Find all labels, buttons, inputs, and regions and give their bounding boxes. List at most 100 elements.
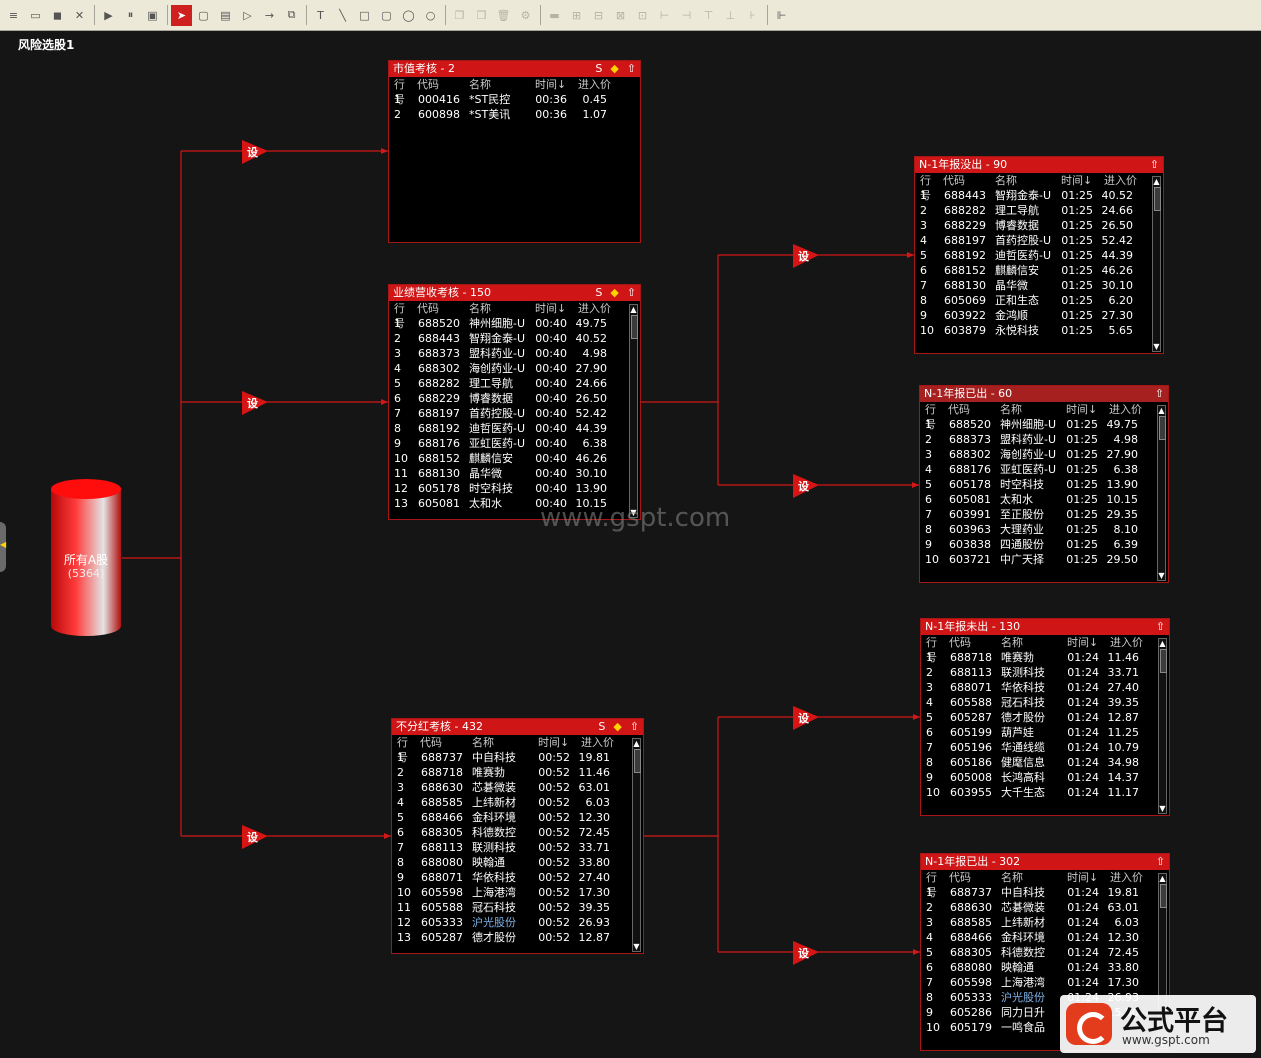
settings-icon[interactable]: ⚙ bbox=[520, 8, 531, 22]
scroll-down-icon[interactable]: ▼ bbox=[1158, 571, 1165, 580]
column-header-name[interactable]: 名称 bbox=[472, 736, 494, 749]
scroll-down-icon[interactable]: ▼ bbox=[633, 942, 640, 951]
rounded-rect-icon[interactable]: ▢ bbox=[381, 8, 392, 22]
column-header-code[interactable]: 代码 bbox=[417, 302, 439, 315]
column-header-no[interactable]: 行号 bbox=[394, 78, 405, 106]
column-header-time[interactable]: 时间↓ bbox=[1067, 871, 1099, 884]
paste-node-icon[interactable]: ❒ bbox=[476, 8, 487, 22]
column-header-name[interactable]: 名称 bbox=[1001, 871, 1023, 884]
align-left-icon[interactable]: ⊞ bbox=[571, 8, 582, 22]
column-header-code[interactable]: 代码 bbox=[949, 636, 971, 649]
arrow-icon[interactable]: → bbox=[264, 8, 275, 22]
diamond-icon[interactable]: ◆ bbox=[610, 286, 619, 299]
open-icon[interactable]: ▭ bbox=[30, 8, 41, 22]
circle-icon[interactable]: ○ bbox=[425, 8, 436, 22]
scroll-down-icon[interactable]: ▼ bbox=[1159, 804, 1166, 813]
vertical-scrollbar[interactable]: ▲▼ bbox=[632, 738, 641, 952]
column-header-price[interactable]: 进入价 bbox=[578, 302, 611, 315]
line-icon[interactable]: ╲ bbox=[339, 8, 346, 22]
export-up-icon[interactable]: ⇧ bbox=[1149, 158, 1159, 171]
vertical-scrollbar[interactable]: ▲▼ bbox=[1158, 638, 1167, 814]
vertical-scrollbar[interactable]: ▲▼ bbox=[1152, 176, 1161, 352]
column-header-no[interactable]: 行号 bbox=[926, 636, 937, 664]
scroll-thumb[interactable] bbox=[1154, 187, 1161, 211]
rect-icon[interactable]: □ bbox=[359, 8, 370, 22]
scroll-thumb[interactable] bbox=[1160, 649, 1167, 673]
column-header-no[interactable]: 行号 bbox=[926, 871, 937, 899]
vertical-scrollbar[interactable]: ▲▼ bbox=[1157, 405, 1166, 581]
column-header-price[interactable]: 进入价 bbox=[1104, 174, 1137, 187]
export-up-icon[interactable]: ⇧ bbox=[629, 720, 639, 733]
source-node-all-a-shares[interactable]: 所有A股 (5364) bbox=[50, 478, 122, 638]
column-header-price[interactable]: 进入价 bbox=[1109, 403, 1142, 416]
scroll-up-icon[interactable]: ▲ bbox=[630, 305, 637, 314]
column-header-time[interactable]: 时间↓ bbox=[1067, 636, 1099, 649]
column-header-no[interactable]: 行号 bbox=[397, 736, 408, 764]
scroll-thumb[interactable] bbox=[1159, 416, 1166, 440]
set-condition-button[interactable]: 设 bbox=[792, 940, 819, 966]
align-bottom-icon[interactable]: ⊣ bbox=[681, 8, 692, 22]
trash-icon[interactable]: 🗑 bbox=[496, 8, 511, 22]
select-s-button[interactable]: S bbox=[595, 286, 603, 299]
column-header-time[interactable]: 时间↓ bbox=[535, 302, 567, 315]
scroll-up-icon[interactable]: ▲ bbox=[1153, 177, 1160, 186]
ellipse-icon[interactable]: ◯ bbox=[402, 8, 415, 22]
stop-icon[interactable]: ▣ bbox=[147, 8, 158, 22]
scroll-up-icon[interactable]: ▲ bbox=[1159, 874, 1166, 883]
left-collapse-handle[interactable]: ◀ bbox=[0, 522, 6, 572]
scroll-thumb[interactable] bbox=[1160, 884, 1167, 908]
set-condition-button[interactable]: 设 bbox=[792, 705, 819, 731]
set-condition-button[interactable]: 设 bbox=[792, 473, 819, 499]
column-header-time[interactable]: 时间↓ bbox=[538, 736, 570, 749]
scroll-thumb[interactable] bbox=[634, 749, 641, 773]
diamond-icon[interactable]: ◆ bbox=[610, 62, 619, 75]
align-center-icon[interactable]: ⊟ bbox=[593, 8, 604, 22]
column-header-code[interactable]: 代码 bbox=[948, 403, 970, 416]
export-up-icon[interactable]: ⇧ bbox=[1155, 620, 1165, 633]
column-header-price[interactable]: 进入价 bbox=[578, 78, 611, 91]
round-rect-icon[interactable]: ▢ bbox=[198, 8, 209, 22]
set-condition-button[interactable]: 设 bbox=[241, 390, 268, 416]
align-middle-icon[interactable]: ⊢ bbox=[659, 8, 670, 22]
